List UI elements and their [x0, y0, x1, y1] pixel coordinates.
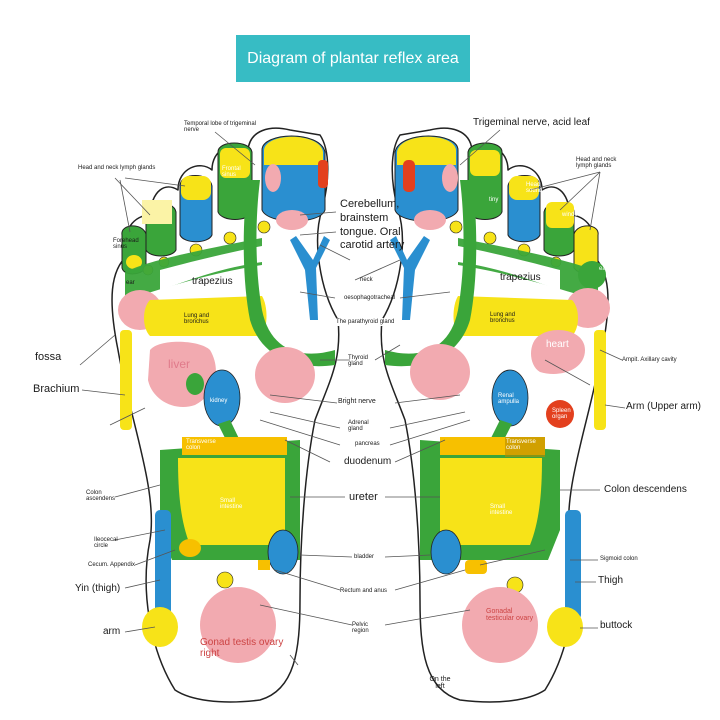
- left-foot: [111, 127, 340, 703]
- diagram-title: Diagram of plantar reflex area: [236, 35, 470, 82]
- label-small-intestine-right: Small intestine: [490, 504, 513, 517]
- left-big-toe-red: [318, 160, 328, 188]
- label-cerebellum: Cerebellum, brainstem tongue. Oral carot…: [340, 198, 405, 252]
- label-renal-ampulla: Renal ampulla: [498, 393, 520, 406]
- left-bladder: [267, 529, 299, 575]
- label-head-neck-right: Head and neck lymph glands: [576, 157, 617, 170]
- label-trigeminal: Trigeminal nerve, acid leaf: [473, 117, 590, 128]
- label-pelvic: Pelvic region: [352, 622, 369, 635]
- label-heart: heart: [546, 339, 569, 350]
- label-liver: liver: [168, 357, 191, 371]
- left-neck-y: [290, 236, 330, 320]
- label-thigh: Thigh: [598, 575, 624, 586]
- label-small-intestine-left: Small intestine: [220, 498, 243, 511]
- label-yin-thigh: Yin (thigh): [75, 583, 121, 594]
- right-foot: [380, 127, 610, 703]
- label-lung-left: Lung and bronchus: [184, 313, 210, 326]
- left-toe-5-yellow: [126, 255, 142, 269]
- left-big-toe-pink: [265, 164, 281, 192]
- label-gonad-left: Gonad testis ovary right: [200, 637, 284, 659]
- left-gonad: [200, 587, 276, 663]
- label-lung-right: Lung and bronchus: [490, 312, 516, 325]
- label-window: window: [562, 212, 583, 218]
- left-small-intestine: [178, 458, 285, 545]
- label-sigmoid: Sigmoid colon: [600, 556, 638, 562]
- label-adrenal: Adrenal gland: [348, 420, 369, 433]
- label-rectum: Rectum and anus: [340, 588, 388, 594]
- label-trapezius-left: trapezius: [192, 276, 233, 287]
- label-head-neck-left: Head and neck lymph glands: [78, 165, 156, 171]
- left-toe-3-yellow: [181, 176, 211, 200]
- left-arm-yellow-strip: [120, 330, 132, 430]
- left-toe-4-pale: [142, 200, 172, 224]
- label-ureter: ureter: [349, 491, 378, 503]
- label-arm-left: arm: [103, 626, 121, 637]
- label-cecum: Cecum. Appendix: [88, 562, 136, 568]
- left-lung-band: [144, 296, 267, 336]
- left-arm-blue: [155, 510, 171, 620]
- label-ear-left: ear: [126, 280, 135, 286]
- label-head-sound: Head sound: [526, 182, 543, 195]
- label-pancreas: pancreas: [355, 441, 380, 447]
- label-arm-upper: Arm (Upper arm): [626, 401, 702, 412]
- left-transverse-colon: [182, 437, 287, 455]
- left-trapezius-light: [160, 246, 262, 290]
- label-transverse-colon-right: Transverse colon: [506, 439, 536, 452]
- label-on-the-left: On the left: [429, 676, 451, 691]
- label-thyroid: Thyroid gland: [348, 355, 369, 368]
- label-fossa: fossa: [35, 351, 62, 363]
- label-forehead-sinus: Forehead sinus: [113, 238, 139, 251]
- label-transverse-colon-left: Transverse colon: [186, 439, 216, 452]
- label-bladder: bladder: [354, 554, 375, 560]
- label-ampit: Ampit. Axillary cavity: [622, 357, 677, 363]
- label-ileocecal: Ileocecal circle: [94, 537, 118, 550]
- label-neck: neck: [360, 277, 373, 283]
- left-big-toe-top: [264, 136, 323, 165]
- label-bright-nerve: Bright nerve: [338, 398, 376, 405]
- right-heart: [531, 330, 585, 374]
- label-buttock: buttock: [600, 620, 633, 631]
- label-frontal-sinus: Frontal sinus: [222, 166, 241, 179]
- label-spleen: Spleen organ: [552, 408, 571, 421]
- label-colon-ascendens: Colon ascendens: [86, 490, 116, 503]
- left-big-toe-neck: [276, 210, 308, 230]
- label-kidney-left: kidney: [210, 398, 228, 404]
- label-ear-right: ear: [599, 266, 608, 272]
- label-brachium: Brachium: [33, 383, 80, 395]
- label-tiny: tiny: [489, 197, 499, 203]
- label-parathyroid: The parathyroid gland: [334, 318, 397, 327]
- label-temporal-lobe: Temporal lobe of trigeminal nerve: [184, 121, 257, 134]
- label-oesophagus: oesophagotracheal: [344, 295, 396, 301]
- left-toe-2-yellow: [220, 148, 250, 178]
- label-duodenum: duodenum: [344, 456, 392, 467]
- label-gonad-right: Gonadal testicular ovary: [486, 608, 534, 623]
- label-colon-descendens: Colon descendens: [604, 484, 687, 495]
- left-stomach-pink: [255, 347, 315, 403]
- left-green-stripe: [243, 180, 335, 367]
- label-trapezius-right: trapezius: [500, 272, 541, 283]
- leader-lines: [79, 129, 626, 666]
